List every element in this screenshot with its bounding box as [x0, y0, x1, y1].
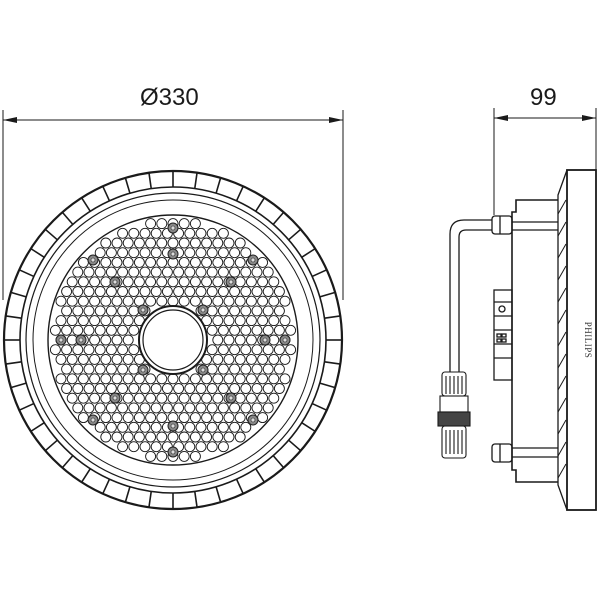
screw-icon: [197, 304, 209, 316]
power-cable-inner: [458, 229, 492, 372]
screw-icon: [259, 334, 271, 346]
mounting-bracket: [493, 289, 513, 381]
screw-icon: [197, 364, 209, 376]
brand-marking: PHILIPS: [583, 322, 593, 359]
screw-icon: [279, 334, 291, 346]
reflector-ring-outer: [25, 192, 321, 488]
cable-connector: [437, 371, 471, 459]
depth-dimension: [493, 108, 597, 215]
reflector-ring-mid: [32, 199, 314, 481]
screw-icon: [167, 248, 179, 260]
front-view: [2, 169, 344, 511]
screw-icon: [225, 276, 237, 288]
diameter-dimension-label: Ø330: [140, 84, 199, 111]
cooling-fins: [4, 171, 342, 509]
screw-icon: [109, 276, 121, 288]
screw-icon: [137, 364, 149, 376]
depth-dimension-label: 99: [530, 84, 557, 111]
bracket-hole: [498, 305, 506, 313]
screw-icon: [167, 446, 179, 458]
diameter-dimension: [2, 110, 344, 300]
cable-gland-top: [491, 215, 558, 235]
center-hole-outer: [138, 305, 208, 375]
side-view: PHILIPS: [437, 169, 597, 511]
driver-housing: [511, 199, 558, 483]
screw-icon: [247, 414, 259, 426]
screw-icon: [75, 334, 87, 346]
power-cable-outer: [449, 219, 492, 372]
fin-profile: [557, 169, 568, 511]
screw-icon: [137, 304, 149, 316]
bracket-slot: [496, 333, 502, 338]
center-hole-inner: [142, 309, 204, 371]
screw-icon: [55, 334, 67, 346]
screw-icon: [247, 254, 259, 266]
screw-icon: [225, 392, 237, 404]
mounting-screws: [55, 222, 291, 458]
cable-gland-bottom: [491, 443, 558, 463]
screw-icon: [167, 420, 179, 432]
screw-icon: [167, 222, 179, 234]
front-bezel: [566, 169, 597, 511]
led-array: [49, 218, 297, 462]
side-fin-lines: [557, 199, 567, 479]
screw-icon: [87, 414, 99, 426]
screw-icon: [109, 392, 121, 404]
screw-icon: [87, 254, 99, 266]
led-board-edge: [47, 214, 299, 466]
